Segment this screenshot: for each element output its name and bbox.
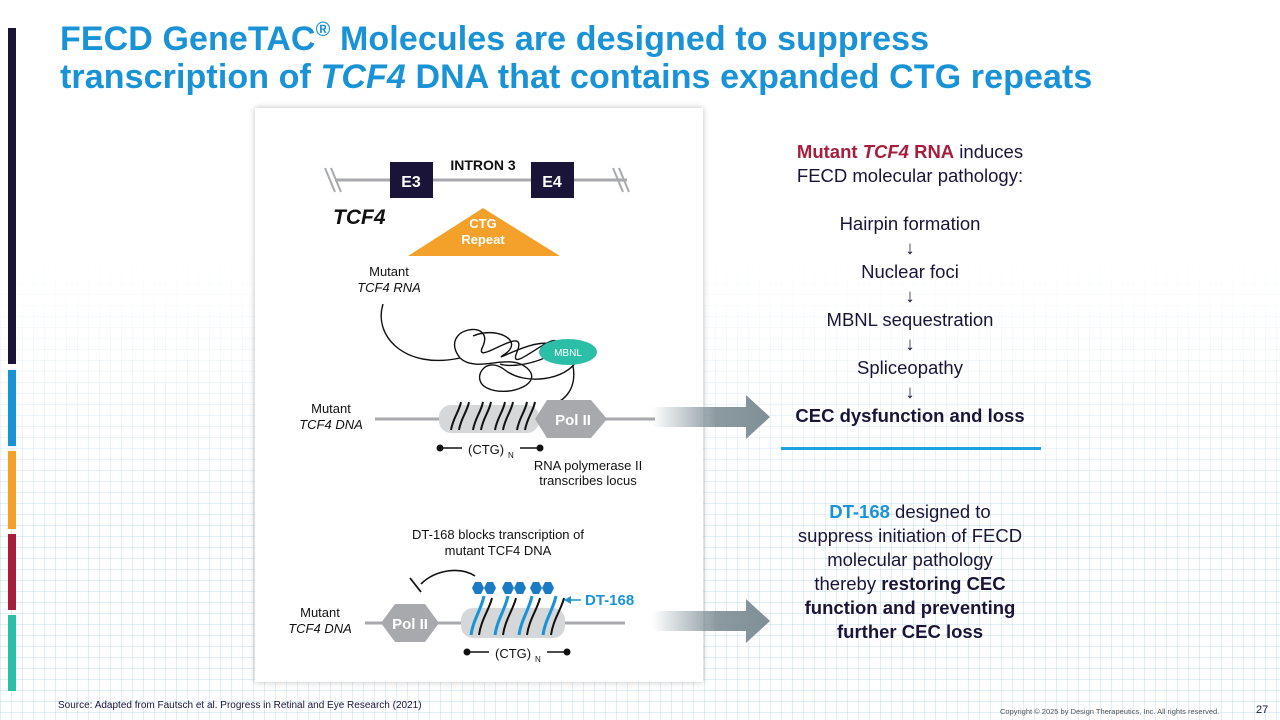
drug-description: DT-168 designed to suppress initiation o…: [770, 500, 1050, 644]
pathology-line2: FECD molecular pathology:: [796, 165, 1024, 186]
dna-bottom-repeat-region: [461, 608, 565, 638]
break-right-1: [612, 167, 624, 193]
arrow-to-drug-icon: [652, 599, 770, 643]
pol-ii-bottom-shape: [381, 604, 439, 642]
dna-bottom-label-2: TCF4 DNA: [288, 621, 352, 636]
dna-top-repeat-region: [439, 405, 539, 433]
rna-label-2: TCF4 RNA: [357, 280, 421, 295]
ctg-bottom-dot-right: [563, 648, 571, 656]
step-cec-loss: CEC dysfunction and loss: [795, 405, 1025, 426]
exon3-box: [390, 162, 433, 198]
pol-ii-bottom-label: Pol II: [392, 616, 428, 633]
side-bar-orange: [8, 451, 16, 529]
pol-ii-top-label: Pol II: [555, 412, 591, 429]
ctg-top-label-bg: [462, 440, 520, 458]
polymerase-note-1: RNA polymerase II: [534, 458, 642, 473]
ctg-bottom-label-bg: [489, 644, 547, 662]
exon4-box: [531, 162, 574, 198]
mbnl-label: MBNL: [554, 348, 582, 359]
step-arrow-4: ↓: [905, 381, 915, 402]
intron-label: INTRON 3: [450, 157, 516, 173]
copyright-note: Copyright © 2025 by Design Therapeutics,…: [1000, 707, 1220, 716]
side-bar-navy: [8, 28, 16, 364]
rna-strand: [380, 303, 461, 362]
ctg-top-sub: N: [508, 451, 514, 460]
dna-top-label-2: TCF4 DNA: [299, 417, 363, 432]
ctg-repeat-triangle: [408, 208, 560, 256]
gene-name: TCF4: [333, 206, 386, 229]
ctg-repeat-label-2: Repeat: [461, 232, 505, 247]
exon3-label: E3: [401, 174, 421, 191]
dna-top-label-1: Mutant: [311, 401, 351, 416]
mbnl-ellipse: [539, 339, 597, 365]
inhibition-bar: [409, 577, 422, 593]
source-note: Source: Adapted from Fautsch et al. Prog…: [58, 700, 422, 711]
inhibition-arc: [420, 569, 476, 585]
ctg-bottom-sub: N: [535, 655, 541, 664]
dna-bottom-helix: [478, 597, 565, 636]
dt168-figure-label: DT-168: [585, 592, 634, 609]
drug-line-2: suppress initiation of FECD: [797, 525, 1023, 546]
dt168-bound-strands: [469, 595, 558, 636]
pathology-lead: Mutant TCF4 RNA induces: [796, 141, 1024, 162]
drug-line-5: function and preventing: [804, 597, 1016, 618]
exon4-label: E4: [542, 174, 562, 191]
ctg-top-dot-right: [536, 444, 544, 452]
ctg-bottom-label: (CTG): [495, 646, 531, 661]
drug-line-3: molecular pathology: [827, 549, 993, 570]
step-nuclear-foci: Nuclear foci: [861, 261, 959, 282]
drug-line-1: DT-168 designed to: [829, 501, 991, 522]
dt168-molecules: [472, 582, 554, 594]
block-note-2: mutant TCF4 DNA: [445, 543, 552, 558]
drug-line-6: further CEC loss: [837, 621, 983, 642]
page-title: FECD GeneTAC® Molecules are designed to …: [60, 19, 1093, 96]
arrow-to-pathology-icon: [652, 395, 770, 439]
step-arrow-2: ↓: [905, 285, 915, 306]
block-note-1: DT-168 blocks transcription of: [412, 527, 584, 542]
polymerase-note-2: transcribes locus: [539, 473, 637, 488]
rna-label-1: Mutant: [369, 264, 409, 279]
figure-panel: E3 E4 INTRON 3 TCF4 CTG Repeat Mutant TC…: [255, 108, 703, 682]
side-bar-teal: [8, 615, 16, 691]
break-left-2: [330, 167, 342, 193]
side-bar-blue: [8, 370, 16, 446]
step-arrow-3: ↓: [905, 333, 915, 354]
dna-top-helix: [450, 401, 536, 431]
diagram-svg: E3 E4 INTRON 3 TCF4 CTG Repeat Mutant TC…: [288, 157, 655, 664]
page-number: 27: [1256, 704, 1269, 716]
side-bar-crimson: [8, 534, 16, 610]
step-spliceopathy: Spliceopathy: [857, 357, 963, 378]
ctg-top-dot-left: [436, 444, 444, 452]
break-right-2: [618, 167, 630, 193]
step-arrow-1: ↓: [905, 237, 915, 258]
pol-ii-top-shape: [535, 400, 607, 438]
step-hairpin: Hairpin formation: [839, 213, 981, 234]
dt168-pointer-head: [564, 596, 571, 604]
section-divider: [781, 447, 1041, 450]
ctg-top-label: (CTG): [468, 442, 504, 457]
step-mbnl: MBNL sequestration: [826, 309, 994, 330]
ctg-repeat-label-1: CTG: [469, 216, 496, 231]
ctg-bottom-dot-left: [463, 648, 471, 656]
drug-line-4: thereby restoring CEC: [814, 573, 1006, 594]
dna-bottom-label-1: Mutant: [300, 605, 340, 620]
pathology-cascade: Mutant TCF4 RNA induces FECD molecular p…: [760, 140, 1060, 428]
break-left-1: [324, 167, 336, 193]
